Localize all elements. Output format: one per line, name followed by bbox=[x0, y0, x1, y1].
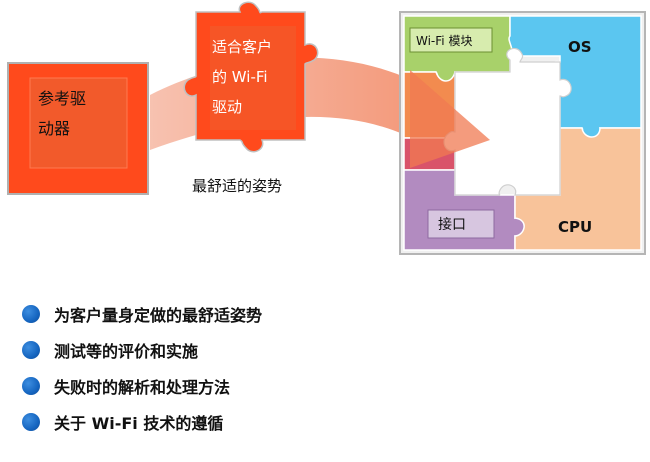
list-item-text: 关于 Wi-Fi 技术的遵循 bbox=[54, 414, 224, 433]
list-item-text: 失败时的解析和处理方法 bbox=[54, 378, 231, 397]
list-item-text: 测试等的评价和实施 bbox=[54, 342, 199, 361]
reference-driver-label-2: 动器 bbox=[38, 119, 70, 138]
wifi-module-label: Wi-Fi 模块 bbox=[416, 34, 472, 48]
flow-arrow-tip bbox=[410, 70, 490, 168]
custom-driver-label-3: 驱动 bbox=[212, 98, 242, 116]
bullet-dot-icon bbox=[22, 377, 40, 395]
custom-driver-label-2: 的 Wi-Fi bbox=[212, 68, 268, 86]
cpu-piece bbox=[514, 127, 642, 251]
cpu-label: CPU bbox=[558, 218, 592, 236]
custom-driver-label-1: 适合客户 bbox=[212, 38, 272, 56]
os-label: OS bbox=[568, 38, 592, 56]
reference-driver-box: 参考驱 动器 bbox=[7, 62, 149, 195]
list-item: 测试等的评价和实施 bbox=[22, 332, 262, 368]
custom-driver-puzzle-piece: 适合客户 的 Wi-Fi 驱动 bbox=[183, 1, 319, 153]
arrow-caption: 最舒适的姿势 bbox=[192, 177, 282, 195]
wifi-driver-diagram: 参考驱 动器 适合客户 的 Wi-Fi 驱动 最舒适的姿势 Wi-Fi 模块 O… bbox=[7, 1, 646, 255]
feature-list: 为客户量身定做的最舒适姿势 测试等的评价和实施 失败时的解析和处理方法 关于 W… bbox=[22, 296, 262, 440]
list-item: 失败时的解析和处理方法 bbox=[22, 368, 262, 404]
bullet-dot-icon bbox=[22, 341, 40, 359]
bullet-dot-icon bbox=[22, 413, 40, 431]
list-item-text: 为客户量身定做的最舒适姿势 bbox=[54, 306, 263, 325]
list-item: 关于 Wi-Fi 技术的遵循 bbox=[22, 404, 262, 440]
interface-label: 接口 bbox=[438, 216, 466, 233]
bullet-dot-icon bbox=[22, 305, 40, 323]
list-item: 为客户量身定做的最舒适姿势 bbox=[22, 296, 262, 332]
reference-driver-label-1: 参考驱 bbox=[38, 89, 86, 108]
